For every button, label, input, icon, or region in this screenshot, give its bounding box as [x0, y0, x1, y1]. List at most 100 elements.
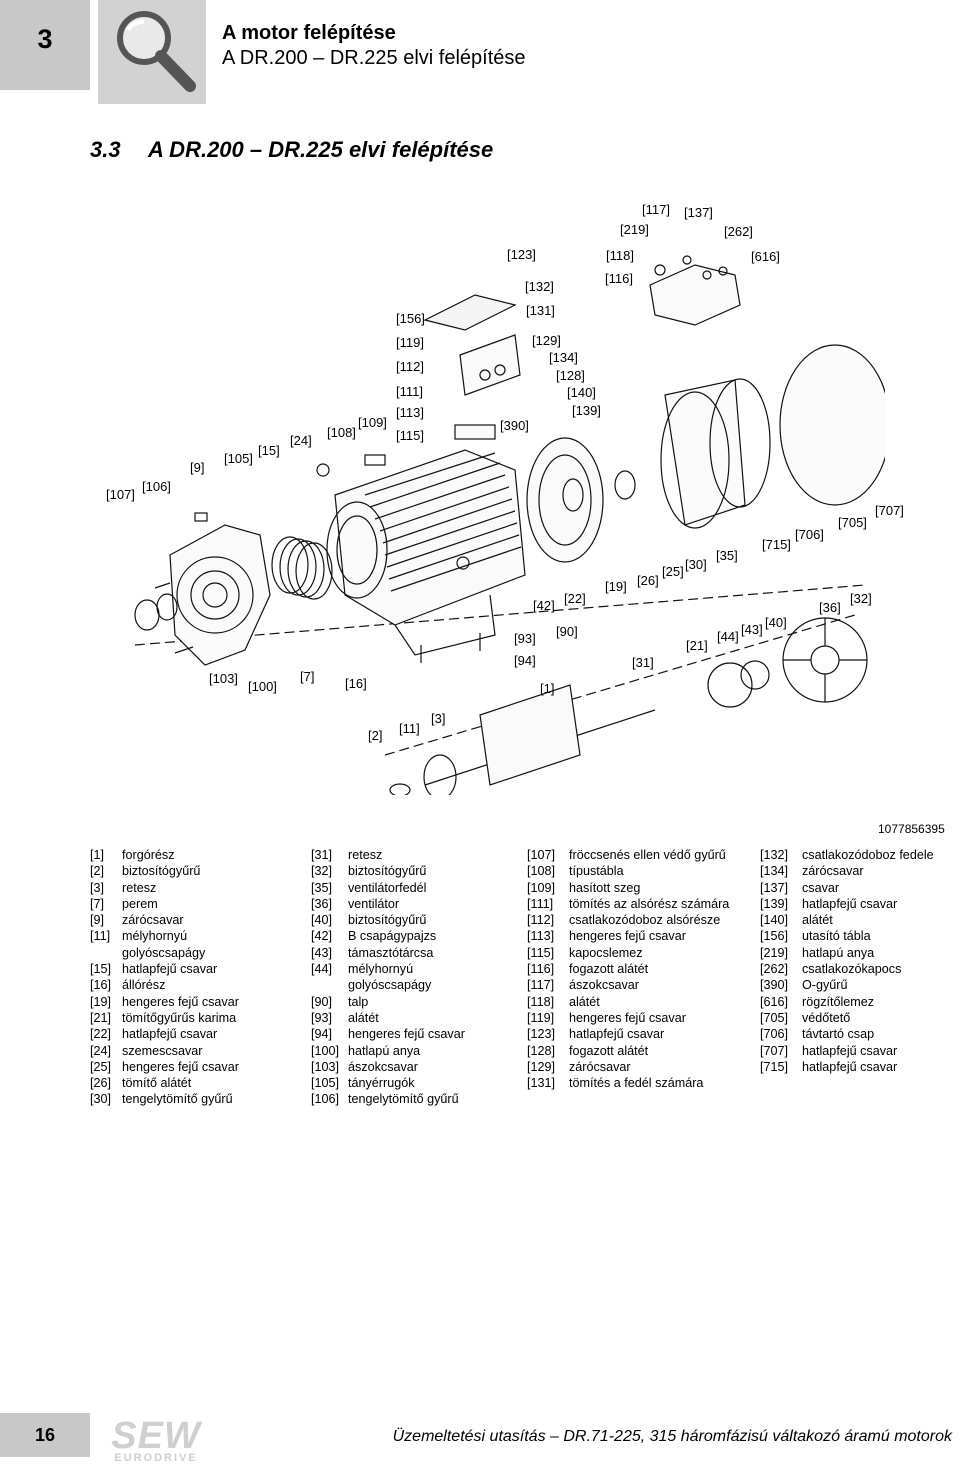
sealing-flange: [707, 662, 753, 708]
legend-item-number: [715]: [760, 1059, 789, 1074]
legend-item-number: [111]: [527, 896, 554, 911]
legend-item-text: csatlakozódoboz alsórésze: [569, 913, 721, 928]
legend-column-3: [107]fröccsenés ellen védő gyűrű[108]típ…: [527, 847, 729, 1091]
legend-item: [107]fröccsenés ellen védő gyűrű: [527, 847, 729, 863]
legend-item-number: [128]: [527, 1043, 556, 1058]
callout-label: [90]: [556, 624, 578, 639]
callout-label: [2]: [368, 728, 383, 743]
legend-item-text: talp: [348, 994, 369, 1009]
legend-item: [390]O-gyűrű: [760, 977, 934, 993]
screw-plug: [194, 512, 208, 522]
legend-item-text: állórész: [122, 978, 166, 993]
legend-item-text: ventilátor: [348, 896, 400, 911]
legend-item-text: csatlakozókapocs: [802, 962, 902, 977]
legend-item: [111]tömítés az alsórész számára: [527, 896, 729, 912]
legend-item-text: alátét: [348, 1010, 379, 1025]
callout-label: [137]: [684, 205, 713, 220]
callout-label: [706]: [795, 527, 824, 542]
legend-item: [103]ászokcsavar: [311, 1059, 465, 1075]
legend-item-number: [137]: [760, 880, 789, 895]
legend-item: [44]mélyhornyú: [311, 961, 465, 977]
legend-item-number: [1]: [90, 848, 105, 862]
a-end-shield: [169, 524, 271, 666]
callout-label: [156]: [396, 311, 425, 326]
legend-item: [16] állórész: [90, 977, 239, 993]
legend-item-number: [9]: [90, 913, 105, 928]
legend-item-number: [123]: [527, 1027, 556, 1042]
callout-label: [116]: [605, 271, 633, 286]
legend-item-number: [132]: [760, 848, 789, 862]
callout-label: [219]: [620, 222, 649, 237]
legend-item-number: [24]: [90, 1043, 112, 1058]
chapter-number: 3: [37, 24, 53, 54]
stud-bolt: [154, 582, 171, 589]
legend-item-number: [44]: [311, 962, 333, 977]
legend-item-number: [26]: [90, 1076, 112, 1091]
legend-item-text: csavar: [802, 880, 840, 895]
legend-item-text: ventilátorfedél: [348, 880, 427, 895]
page-number: 16: [34, 1425, 56, 1445]
legend-item: [707]hatlapfejű csavar: [760, 1043, 934, 1059]
callout-label: [40]: [765, 615, 787, 630]
motor-feet: [394, 594, 496, 656]
legend-item-text: fogazott alátét: [569, 962, 649, 977]
sew-logo-subtitle: EURODRIVE: [114, 1452, 198, 1464]
callout-label: [616]: [751, 249, 780, 264]
callout-label: [118]: [606, 248, 634, 263]
legend-item-text: tömítés a fedél számára: [569, 1076, 704, 1091]
callout-label: [9]: [190, 460, 205, 475]
callout-label: [707]: [875, 503, 904, 518]
legend-item-number: [25]: [90, 1059, 112, 1074]
callout-label: [105]: [224, 451, 253, 466]
callout-label: [705]: [838, 515, 867, 530]
legend-item-text: támasztótárcsa: [348, 945, 434, 960]
legend-item-number: [31]: [311, 848, 333, 862]
legend-item-text: hengeres fejű csavar: [569, 929, 686, 944]
callout-label: [42]: [533, 598, 555, 613]
callout-label: [108]: [327, 425, 356, 440]
legend-item: [616]rögzítőlemez: [760, 994, 934, 1010]
legend-item-text: tömítő alátét: [122, 1076, 192, 1091]
callout-label: [112]: [396, 359, 424, 374]
callout-label: [715]: [762, 537, 791, 552]
ball-bearing-b: [740, 660, 770, 690]
legend-item-text: biztosítógyűrű: [348, 864, 427, 879]
b-end-shield: [526, 437, 604, 563]
legend-item-text: O-gyűrű: [802, 978, 848, 993]
legend-item: [32]biztosítógyűrű: [311, 863, 465, 879]
callout-label: [390]: [500, 418, 529, 433]
rotor: [389, 684, 656, 795]
legend-item: [156]utasító tábla: [760, 928, 934, 944]
legend-item-text: hengeres fejű csavar: [122, 1059, 239, 1074]
legend-item-number: [16]: [90, 978, 112, 993]
legend-item-number: [140]: [760, 913, 789, 928]
callout-label: [109]: [358, 415, 387, 430]
legend-item-number: [106]: [311, 1092, 340, 1107]
legend-item: [2]biztosítógyűrű: [90, 863, 239, 879]
legend-item-number: [129]: [527, 1059, 556, 1074]
legend-item: [43]támasztótárcsa: [311, 945, 465, 961]
legend-item-text: típustábla: [569, 864, 624, 879]
callout-label: [35]: [716, 548, 738, 563]
legend-item-text: utasító tábla: [802, 929, 871, 944]
legend-item-number: [7]: [90, 896, 105, 911]
header-title: A motor felépítése: [222, 22, 396, 44]
legend-item-number: [3]: [90, 880, 105, 895]
legend-item: [19]hengeres fejű csavar: [90, 994, 239, 1010]
legend-item-number: [103]: [311, 1059, 340, 1074]
callout-label: [131]: [526, 303, 555, 318]
legend-item-text: ászokcsavar: [569, 978, 639, 993]
callout-label: [31]: [632, 655, 654, 670]
legend-item-number: [40]: [311, 913, 333, 928]
legend-item-text: hasított szeg: [569, 880, 641, 895]
legend-item-text: retesz: [122, 880, 157, 895]
legend-item: [109]hasított szeg: [527, 880, 729, 896]
legend-item: [134]zárócsavar: [760, 863, 934, 879]
legend-item-number: [15]: [90, 962, 112, 977]
legend-item-text: alátét: [569, 994, 600, 1009]
legend-item-number: [100]: [311, 1043, 340, 1058]
legend-item-text: csatlakozódoboz fedele: [802, 848, 934, 862]
legend-item: [119]hengeres fejű csavar: [527, 1010, 729, 1026]
legend-item-text: hengeres fejű csavar: [122, 994, 239, 1009]
callout-label: [113]: [396, 405, 424, 420]
